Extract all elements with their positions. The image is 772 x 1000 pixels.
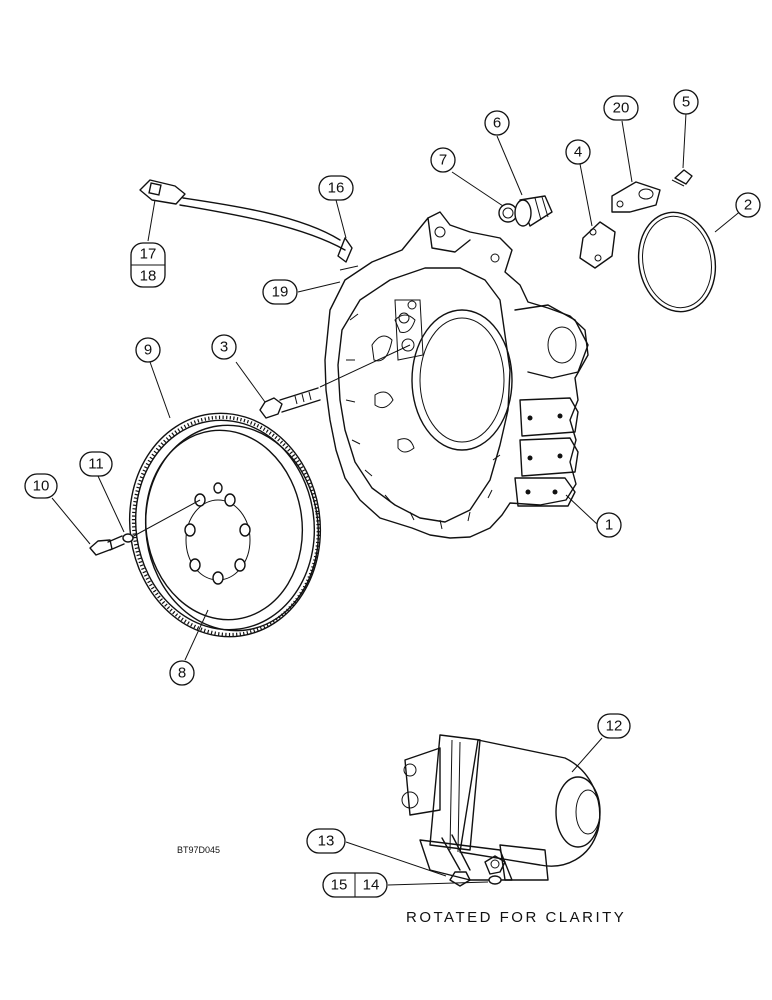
callout-20: 20 (603, 95, 639, 121)
flywheel-housing (324, 211, 589, 539)
callout-19-label: 19 (272, 284, 289, 301)
callout-18-label: 18 (140, 268, 157, 285)
drawing-code: BT97D045 (177, 845, 220, 855)
callout-2-label: 2 (744, 197, 752, 214)
rotated-caption: ROTATED FOR CLARITY (406, 909, 626, 926)
callout-1: 1 (596, 512, 622, 538)
callout-3: 3 (211, 334, 237, 360)
callout-13: 13 (306, 828, 346, 854)
callouts: 1 2 3 4 5 6 7 8 (24, 89, 761, 898)
callout-14-label: 14 (363, 877, 380, 894)
cover-plate (579, 221, 616, 269)
starter-motor (401, 734, 601, 887)
plug-and-washer (498, 195, 553, 227)
callout-5: 5 (673, 89, 699, 115)
callout-17-18: 17 18 (130, 242, 166, 288)
callout-15-label: 15 (331, 877, 348, 894)
callout-10: 10 (24, 473, 58, 499)
callout-2: 2 (735, 192, 761, 218)
callout-6: 6 (484, 110, 510, 136)
callout-20-label: 20 (613, 100, 630, 117)
mounting-bracket (611, 169, 693, 213)
callout-10-label: 10 (33, 478, 50, 495)
callout-3-label: 3 (220, 339, 228, 356)
o-ring-inner (642, 215, 712, 309)
callout-12: 12 (597, 713, 631, 739)
speed-sensor-harness (139, 179, 359, 271)
callout-8: 8 (169, 660, 195, 686)
flywheel (128, 412, 322, 638)
callout-17-label: 17 (140, 246, 157, 263)
callout-13-label: 13 (318, 833, 335, 850)
callout-7: 7 (430, 147, 456, 173)
callout-11-label: 11 (88, 456, 104, 473)
callout-7-label: 7 (439, 152, 447, 169)
callout-1-label: 1 (605, 517, 613, 534)
callout-5-label: 5 (682, 94, 690, 111)
callout-9-label: 9 (144, 342, 152, 359)
leader-lines (51, 112, 749, 886)
callout-19: 19 (262, 279, 298, 305)
callout-6-label: 6 (493, 115, 501, 132)
callout-8-label: 8 (178, 665, 186, 682)
callout-11: 11 (79, 451, 113, 477)
callout-4-label: 4 (574, 144, 582, 161)
callout-12-label: 12 (606, 718, 623, 735)
callout-9: 9 (135, 337, 161, 363)
callout-4: 4 (565, 139, 591, 165)
housing-bolt (259, 344, 411, 419)
callout-16-label: 16 (328, 180, 345, 197)
callout-16: 16 (318, 175, 354, 201)
o-ring (637, 211, 717, 313)
callout-15-14: 15 14 (322, 872, 388, 898)
flywheel-bolt-and-washer (89, 499, 201, 556)
